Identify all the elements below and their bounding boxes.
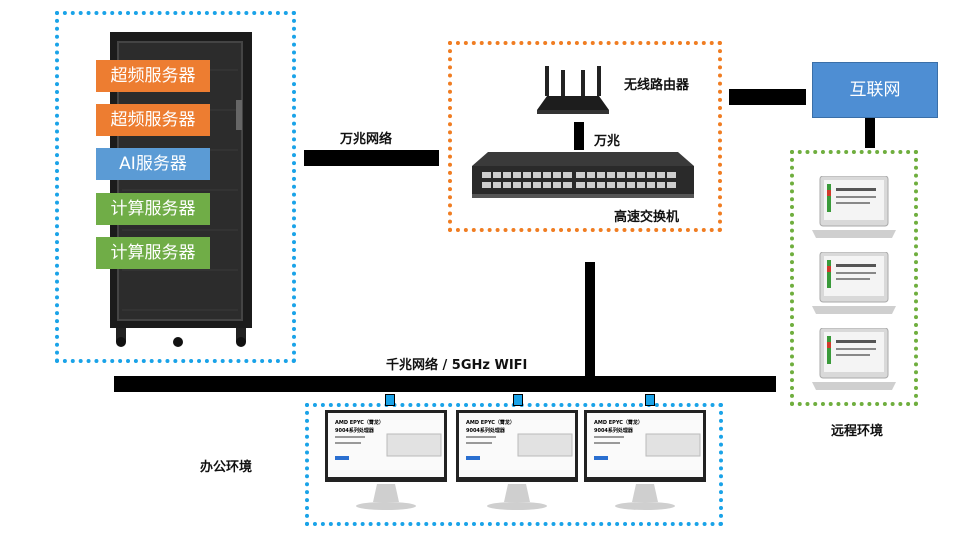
monitor-icon: AMD EPYC（霄龙） 9004系列处理器 (325, 410, 447, 514)
office-port (513, 394, 523, 406)
ten-gig-network-label: 万兆网络 (340, 132, 393, 147)
server-room-frame (55, 11, 296, 363)
office-port (385, 394, 395, 406)
server-ai: AI服务器 (96, 148, 210, 180)
router-switch-link (574, 122, 584, 150)
monitor-title: AMD EPYC（霄龙） (335, 420, 384, 426)
monitor-subtitle: 9004系列处理器 (335, 428, 374, 434)
internet-box: 互联网 (812, 62, 938, 118)
remote-env-frame (790, 150, 918, 406)
router-internet-link (729, 89, 806, 105)
monitor-subtitle: 9004系列处理器 (594, 428, 633, 434)
network-switch-icon (472, 152, 694, 200)
ten-gig-link (304, 150, 439, 166)
network-core-frame (448, 41, 722, 232)
wireless-router-label: 无线路由器 (624, 78, 690, 93)
server-overclock-1: 超频服务器 (96, 60, 210, 92)
wifi-router-icon (533, 66, 613, 116)
office-port (645, 394, 655, 406)
gig-network-label: 千兆网络 / 5GHz WIFI (386, 358, 528, 373)
server-overclock-2: 超频服务器 (96, 104, 210, 136)
monitor-title: AMD EPYC（霄龙） (466, 420, 515, 426)
laptop-icon (812, 175, 896, 244)
laptop-icon (812, 327, 896, 396)
high-speed-switch-label: 高速交换机 (614, 210, 680, 225)
laptop-icon (812, 251, 896, 320)
ten-gig-label: 万兆 (594, 134, 621, 149)
switch-bus-link (585, 262, 595, 376)
monitor-icon: AMD EPYC（霄龙） 9004系列处理器 (456, 410, 578, 514)
monitor-title: AMD EPYC（霄龙） (594, 420, 643, 426)
monitor-subtitle: 9004系列处理器 (466, 428, 505, 434)
gig-network-bus (114, 376, 776, 392)
remote-env-label: 远程环境 (831, 424, 884, 439)
internet-remote-link (865, 118, 875, 148)
office-env-label: 办公环境 (200, 460, 253, 475)
server-compute-1: 计算服务器 (96, 193, 210, 225)
monitor-icon: AMD EPYC（霄龙） 9004系列处理器 (584, 410, 706, 514)
server-compute-2: 计算服务器 (96, 237, 210, 269)
